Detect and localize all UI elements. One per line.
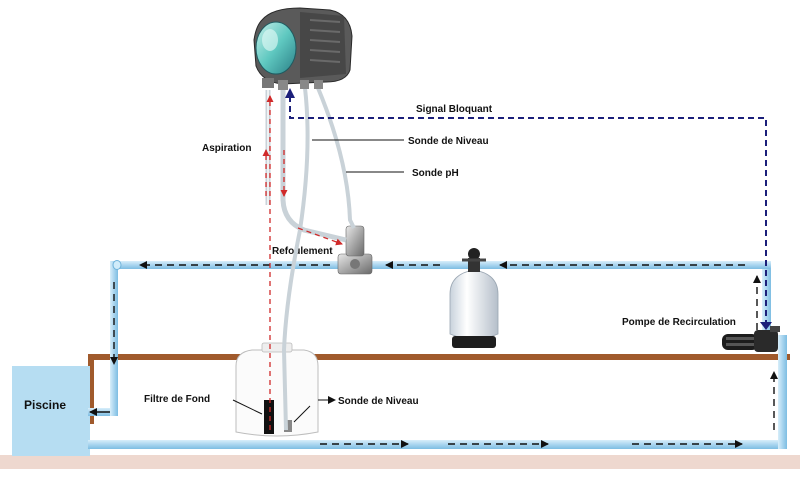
top-return-pipe — [116, 261, 771, 269]
pool-inlet-riser — [110, 360, 118, 416]
sonde-niveau-label: Sonde de Niveau — [408, 136, 489, 147]
level-probe-cable — [281, 87, 310, 431]
dosing-injection-line — [297, 227, 343, 246]
bottom-return-pipe — [88, 440, 786, 449]
ground-band — [0, 455, 800, 469]
pipe-end-cap — [112, 260, 122, 270]
sonde-niveau-tank-label: Sonde de Niveau — [338, 396, 419, 407]
left-descent-pipe — [110, 261, 118, 366]
signal-bloquant-line — [285, 88, 767, 326]
sonde-niveau-tank-arrowhead — [328, 396, 336, 404]
aspiration-label: Aspiration — [202, 143, 251, 154]
ph-probe-cable — [316, 87, 356, 229]
pool-water — [12, 366, 90, 456]
pool-label: Piscine — [24, 398, 66, 412]
filtre-de-fond-leader — [232, 399, 263, 415]
filtre-de-fond-label: Filtre de Fond — [144, 394, 210, 405]
injection-valve — [337, 225, 373, 275]
refoulement-label: Refoulement — [272, 246, 333, 257]
sonde-niveau-tank-leader — [293, 405, 311, 423]
right-riser-pipe — [778, 335, 787, 449]
floor-line — [88, 354, 790, 360]
chemical-tank — [235, 342, 319, 437]
peristaltic-dosing-pump — [253, 7, 353, 90]
signal-bloquant-head — [760, 322, 772, 330]
sand-filter — [449, 248, 499, 348]
pool-wall — [88, 354, 94, 424]
pump-label: Pompe de Recirculation — [622, 317, 736, 328]
sonde-ph-label: Sonde pH — [412, 168, 459, 179]
recirculation-pump — [722, 326, 780, 352]
refoulement-tube — [280, 90, 347, 243]
signal-bloquant-label: Signal Bloquant — [416, 104, 493, 115]
